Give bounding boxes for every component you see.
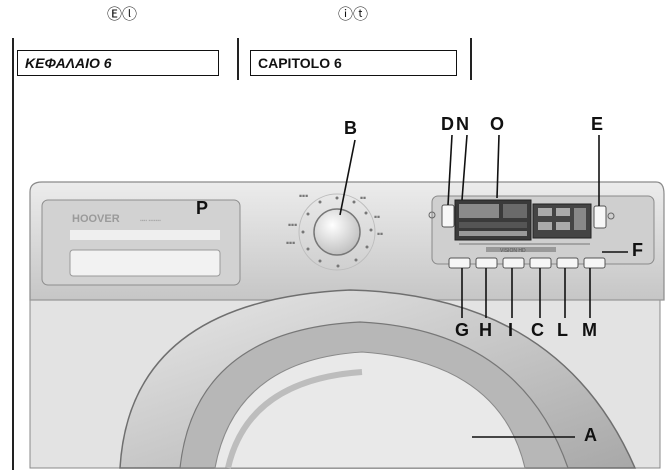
start-pause-button	[441, 204, 455, 228]
callout-F: F	[632, 240, 643, 260]
callout-A: A	[584, 425, 597, 445]
svg-text:▪▪: ▪▪	[374, 215, 380, 220]
language-seal-el: Ⓔⓛ	[106, 7, 137, 23]
callout-N: N	[456, 114, 469, 134]
callout-D: D	[441, 114, 454, 134]
display-brand-text: VISION HD	[500, 248, 526, 254]
option-buttons-row	[448, 257, 606, 269]
program-dial-knob	[313, 208, 361, 256]
drawer-handle	[69, 249, 221, 277]
callout-I: I	[508, 320, 514, 340]
door-glass	[214, 351, 526, 469]
leader-lines	[339, 134, 628, 438]
callout-H: H	[479, 320, 492, 340]
right-divider-rule	[470, 38, 472, 80]
callout-C: C	[531, 320, 544, 340]
chapter-title-greek: ΚΕΦΑΛΑΙΟ 6	[17, 50, 219, 76]
callout-P: P	[196, 198, 209, 218]
svg-text:▪▪: ▪▪	[360, 196, 366, 201]
center-divider-rule	[237, 38, 239, 80]
svg-text:▪▪▪: ▪▪▪	[286, 241, 295, 246]
callout-L: L	[557, 320, 568, 340]
svg-text:▪▪▪▪ ▪▪▪▪▪▪▪: ▪▪▪▪ ▪▪▪▪▪▪▪	[140, 218, 161, 224]
svg-text:▪▪▪: ▪▪▪	[299, 194, 308, 199]
callout-M: M	[582, 320, 597, 340]
callout-O: O	[490, 114, 505, 134]
left-margin-rule	[12, 38, 14, 470]
svg-text:▪▪: ▪▪	[377, 232, 383, 237]
chapter-title-italian: CAPITOLO 6	[250, 50, 457, 76]
brand-logo: HOOVER	[72, 213, 120, 225]
on-off-button	[593, 205, 607, 229]
dial-program-marks: ▪▪▪▪▪▪▪ ▪▪▪▪▪▪▪▪	[286, 194, 383, 268]
callout-E: E	[591, 114, 604, 134]
language-seal-it: ⓘⓣ	[337, 7, 368, 23]
callout-G: G	[455, 320, 470, 340]
program-dial-ring	[298, 193, 376, 271]
callout-B: B	[344, 118, 357, 138]
svg-text:▪▪▪: ▪▪▪	[288, 223, 297, 228]
